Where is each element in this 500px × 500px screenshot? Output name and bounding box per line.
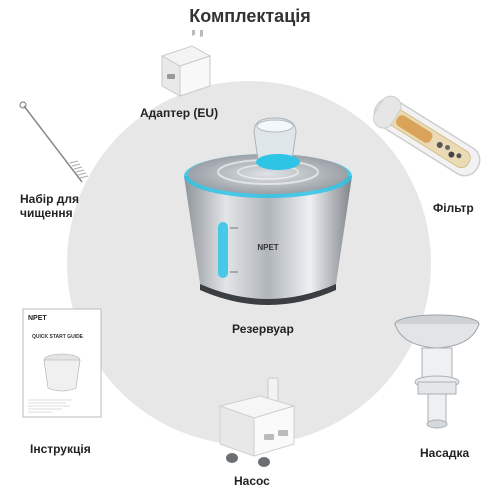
reservoir-label: Резервуар [232,322,294,336]
nozzle-icon [394,314,480,429]
manual-heading: QUICK START GUIDE [32,334,84,340]
filter-label: Фільтр [433,201,474,215]
pump-icon [218,377,296,467]
reservoir-brand: NPET [257,243,278,252]
nozzle-image [392,312,482,442]
cleaning-kit-label-line1: Набір для [20,192,79,206]
manual-image: NPET QUICK START GUIDE [22,308,102,418]
reservoir-image: NPET [178,112,358,312]
pump-image [210,376,300,468]
nozzle-label: Насадка [420,446,470,460]
adapter-icon [160,30,212,97]
reservoir-icon: NPET [184,117,352,305]
filter-icon [372,95,481,177]
manual-icon: NPET QUICK START GUIDE [22,308,102,418]
cleaning-brush-image [14,100,94,190]
manual-brand: NPET [28,315,47,322]
page-title: Комплектація [189,6,311,26]
cleaning-brush-icon [19,101,89,183]
adapter-label: Адаптер (EU) [140,106,219,120]
adapter-image [148,30,218,100]
cleaning-kit-label-line2: чищення [20,206,73,220]
filter-image [362,82,492,192]
pump-label: Насос [234,474,270,488]
manual-label: Інструкція [30,442,91,456]
cleaning-kit-label: Набір для чищення [20,192,79,220]
